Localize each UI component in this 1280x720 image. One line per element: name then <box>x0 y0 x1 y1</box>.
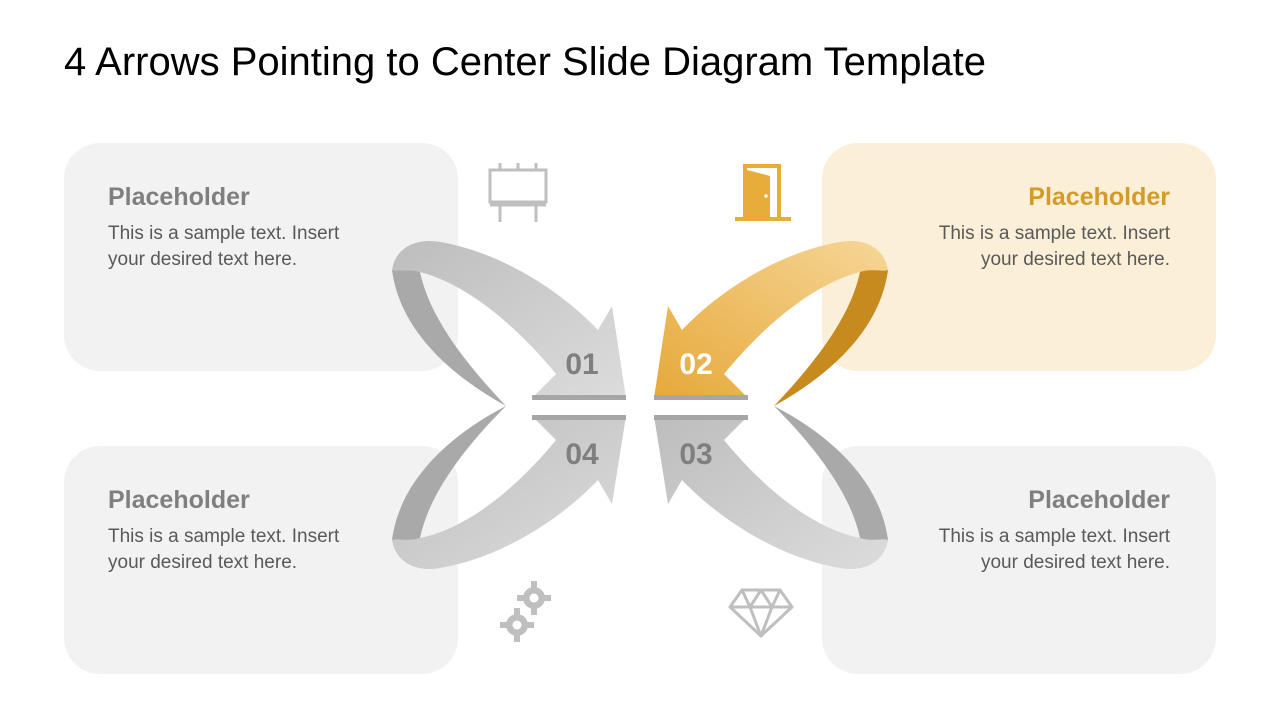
card-body: This is a sample text. Insert your desir… <box>108 526 340 573</box>
card-step-03: Placeholder This is a sample text. Inser… <box>822 446 1216 674</box>
step-number-03: 03 <box>679 438 712 471</box>
card-step-02: Placeholder This is a sample text. Inser… <box>822 143 1216 371</box>
separator-right <box>654 395 748 400</box>
page-title: 4 Arrows Pointing to Center Slide Diagra… <box>64 40 986 84</box>
gears-icon <box>500 581 551 642</box>
card-body: This is a sample text. Insert your desir… <box>938 223 1170 270</box>
diamond-icon <box>728 588 794 638</box>
card-step-01: Placeholder This is a sample text. Inser… <box>64 143 458 371</box>
step-number-04: 04 <box>565 438 599 471</box>
separator-right-bottom <box>654 415 748 420</box>
card-heading: Placeholder <box>1028 183 1170 211</box>
arrow-04 <box>392 406 626 570</box>
separator-left <box>532 395 626 400</box>
card-step-04: Placeholder This is a sample text. Inser… <box>64 446 458 674</box>
arrow-03 <box>654 406 888 570</box>
card-heading: Placeholder <box>1028 486 1170 514</box>
step-number-01: 01 <box>565 348 598 381</box>
card-body: This is a sample text. Insert your desir… <box>938 526 1170 573</box>
card-heading: Placeholder <box>108 183 250 211</box>
step-number-02: 02 <box>679 348 712 381</box>
card-heading: Placeholder <box>108 486 250 514</box>
billboard-icon <box>488 163 548 222</box>
arrow-01 <box>392 240 626 406</box>
door-icon <box>735 164 791 221</box>
arrow-02 <box>654 240 888 406</box>
separator-left-bottom <box>532 415 626 420</box>
card-body: This is a sample text. Insert your desir… <box>108 223 340 270</box>
